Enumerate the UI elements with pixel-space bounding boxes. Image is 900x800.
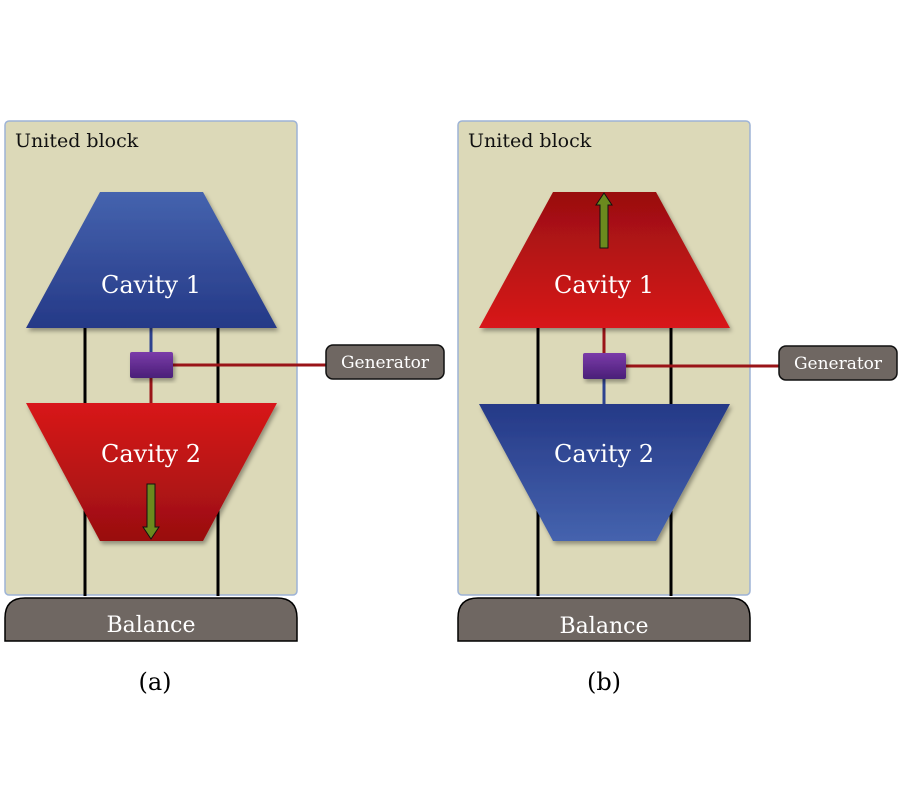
generator: Generator xyxy=(778,345,898,381)
panel-a: United block Cavity 1 Cavity 2 Generator… xyxy=(4,120,445,696)
balance: Balance xyxy=(4,597,298,642)
cavity-1 xyxy=(26,192,277,328)
cavity-2 xyxy=(479,404,730,541)
cavity-2-label: Cavity 2 xyxy=(554,440,654,468)
generator-box xyxy=(325,344,445,380)
balance-label: Balance xyxy=(107,613,196,638)
balance-base xyxy=(4,597,298,642)
balance-label: Balance xyxy=(560,614,649,639)
cavity-1-label: Cavity 1 xyxy=(554,271,654,299)
balance-base xyxy=(457,597,751,642)
down-arrow-icon xyxy=(142,483,160,540)
panel-caption: (b) xyxy=(587,668,621,696)
balance: Balance xyxy=(457,597,751,642)
coupler-box xyxy=(583,353,626,379)
up-arrow-icon xyxy=(595,192,613,249)
cavity-1-label: Cavity 1 xyxy=(101,271,201,299)
generator-label: Generator xyxy=(341,353,430,373)
generator-box xyxy=(778,345,898,381)
panel-b: United block Cavity 1 Cavity 2 Generator… xyxy=(457,120,898,696)
united-block-label: United block xyxy=(468,130,592,152)
generator: Generator xyxy=(325,344,445,380)
coupler-box xyxy=(130,352,173,378)
united-block-label: United block xyxy=(15,130,139,152)
generator-label: Generator xyxy=(794,354,883,374)
cavity-2 xyxy=(26,403,277,541)
cavity-2-label: Cavity 2 xyxy=(101,440,201,468)
panel-caption: (a) xyxy=(138,668,171,696)
cavity-1 xyxy=(479,192,730,328)
